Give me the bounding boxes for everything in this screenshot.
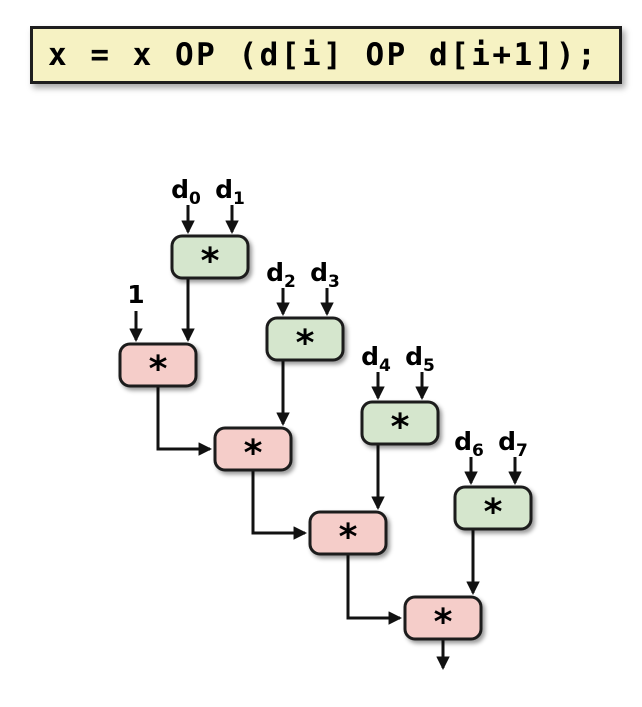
pair-node-4-op: * bbox=[484, 492, 503, 533]
pair-nodes: * * * * bbox=[170, 234, 533, 533]
chain-node-2-op: * bbox=[244, 433, 263, 474]
pair-node-3 bbox=[360, 400, 440, 446]
label-d1: d1 bbox=[215, 175, 245, 209]
pair-output-arrows bbox=[181, 278, 480, 596]
chain-connector-3-4 bbox=[346, 554, 403, 625]
pair-node-3-op: * bbox=[391, 407, 410, 448]
chain-connector-2-3 bbox=[251, 470, 308, 540]
label-d3: d3 bbox=[310, 258, 340, 292]
chain-node-3 bbox=[308, 510, 388, 556]
pair-node-4 bbox=[453, 485, 533, 531]
chain-node-1-op: * bbox=[149, 349, 168, 390]
label-d0: d0 bbox=[171, 175, 201, 209]
label-d7: d7 bbox=[498, 427, 528, 461]
pair-node-1 bbox=[170, 234, 250, 280]
pair-node-2-op: * bbox=[296, 323, 315, 364]
code-text: x = x OP (d[i] OP d[i+1]); bbox=[48, 37, 599, 73]
input-labels: 1 d0 d1 d2 d3 d4 d5 d6 d7 bbox=[127, 175, 528, 461]
chain-nodes: * * * * bbox=[118, 342, 483, 643]
chain-connector-1-2 bbox=[156, 386, 213, 456]
label-d5: d5 bbox=[405, 342, 435, 376]
chain-node-4-op: * bbox=[434, 602, 453, 643]
pair-node-1-op: * bbox=[201, 241, 220, 282]
label-d6: d6 bbox=[454, 427, 484, 461]
pair-node-2 bbox=[265, 316, 345, 362]
chain-connectors bbox=[156, 386, 450, 671]
label-init: 1 bbox=[127, 280, 144, 309]
chain-node-2 bbox=[213, 426, 293, 472]
label-d4: d4 bbox=[361, 342, 391, 376]
chain-node-1 bbox=[118, 342, 198, 388]
chain-node-3-op: * bbox=[339, 517, 358, 558]
label-d2: d2 bbox=[266, 258, 296, 292]
code-box: x = x OP (d[i] OP d[i+1]); bbox=[30, 26, 622, 84]
input-arrows bbox=[129, 205, 522, 486]
chain-node-4 bbox=[403, 595, 483, 641]
